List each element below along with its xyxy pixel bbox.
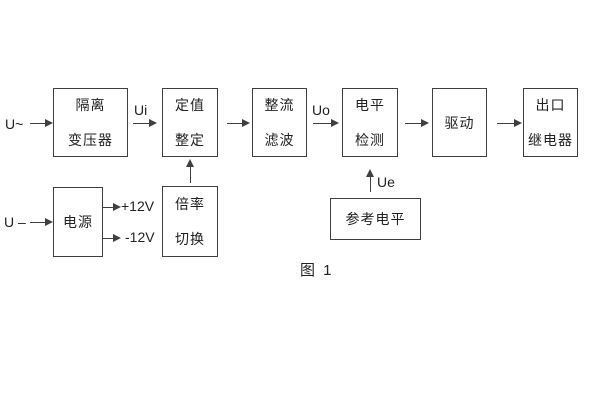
block-label-line: 切换 <box>175 231 205 247</box>
input-label-dc-voltage: U – <box>4 214 26 230</box>
block-output-relay: 出口 继电器 <box>523 88 578 157</box>
block-power-supply: 电源 <box>53 187 103 257</box>
arrow-reference-to-level-detect-icon <box>366 169 374 192</box>
block-setpoint-adjust: 定值 整定 <box>162 88 218 157</box>
input-label-ac-voltage: U~ <box>5 116 24 132</box>
arrow-power-to-minus-12v-icon <box>103 234 121 242</box>
block-label-line: 电平 <box>355 97 385 113</box>
arrow-rectifier-to-level-detect-icon <box>313 119 339 127</box>
block-label-line: 整流 <box>264 97 295 113</box>
block-label-line: 倍率 <box>175 196 205 212</box>
block-label-line: 驱动 <box>444 114 475 131</box>
block-label-line: 定值 <box>175 97 205 113</box>
signal-label-ue: Ue <box>377 174 395 190</box>
block-label-line: 电源 <box>63 214 93 230</box>
block-label-line: 出口 <box>535 97 566 113</box>
figure-caption: 图 1 <box>300 262 334 279</box>
arrow-ac-input-to-transformer-icon <box>30 119 53 127</box>
block-label-line: 整定 <box>175 132 205 148</box>
signal-label-uo: Uo <box>312 102 330 118</box>
rail-label-plus-12v: +12V <box>121 198 155 214</box>
arrow-level-detect-to-driver-icon <box>405 119 429 127</box>
block-ratio-switch: 倍率 切换 <box>162 186 218 257</box>
block-reference-level: 参考电平 <box>330 198 421 240</box>
block-level-detect: 电平 检测 <box>342 88 398 157</box>
block-label-line: 滤波 <box>264 132 295 148</box>
arrow-dc-input-to-power-icon <box>30 218 53 226</box>
block-label-line: 继电器 <box>528 132 573 148</box>
arrow-setpoint-to-rectifier-icon <box>227 119 250 127</box>
block-driver: 驱动 <box>432 88 487 157</box>
block-label-line: 隔离 <box>75 97 106 113</box>
block-isolation-transformer: 隔离 变压器 <box>53 88 128 157</box>
block-label-line: 变压器 <box>68 132 113 148</box>
block-label-line: 参考电平 <box>345 211 406 227</box>
block-rectify-filter: 整流 滤波 <box>252 88 307 157</box>
signal-label-ui: Ui <box>134 102 148 118</box>
arrow-power-to-plus-12v-icon <box>103 203 121 211</box>
arrow-transformer-to-setpoint-icon <box>133 119 157 127</box>
arrow-driver-to-output-relay-icon <box>497 119 522 127</box>
arrow-ratio-switch-to-setpoint-icon <box>186 159 194 183</box>
rail-label-minus-12v: -12V <box>125 229 155 245</box>
block-label-line: 检测 <box>355 132 385 148</box>
